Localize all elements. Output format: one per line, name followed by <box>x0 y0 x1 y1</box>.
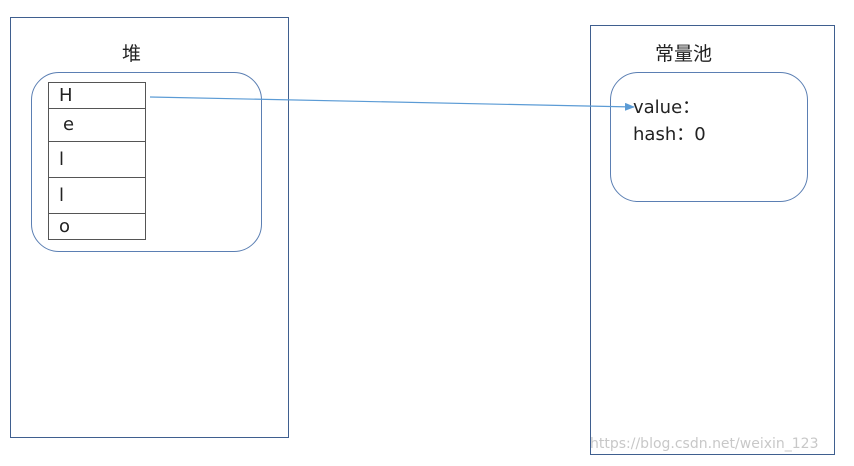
hash-field: hash：0 <box>633 124 706 145</box>
char-cell: o <box>49 213 145 239</box>
value-field: value： <box>633 97 701 118</box>
heap-string-object <box>31 72 262 252</box>
char-cell: l <box>49 177 145 213</box>
heap-title: 堆 <box>122 43 142 65</box>
char-cell: H <box>49 83 145 108</box>
char-cell: e <box>49 108 145 141</box>
constant-pool-title: 常量池 <box>655 43 713 65</box>
char-cell: l <box>49 141 145 177</box>
char-value: e <box>63 114 75 135</box>
char-value: l <box>59 184 65 206</box>
char-array: H e l l o <box>48 82 146 240</box>
watermark: https://blog.csdn.net/weixin_123 <box>590 436 819 452</box>
char-value: H <box>59 84 73 106</box>
char-value: l <box>59 148 65 170</box>
char-value: o <box>59 215 71 237</box>
pool-string-object <box>610 72 808 202</box>
